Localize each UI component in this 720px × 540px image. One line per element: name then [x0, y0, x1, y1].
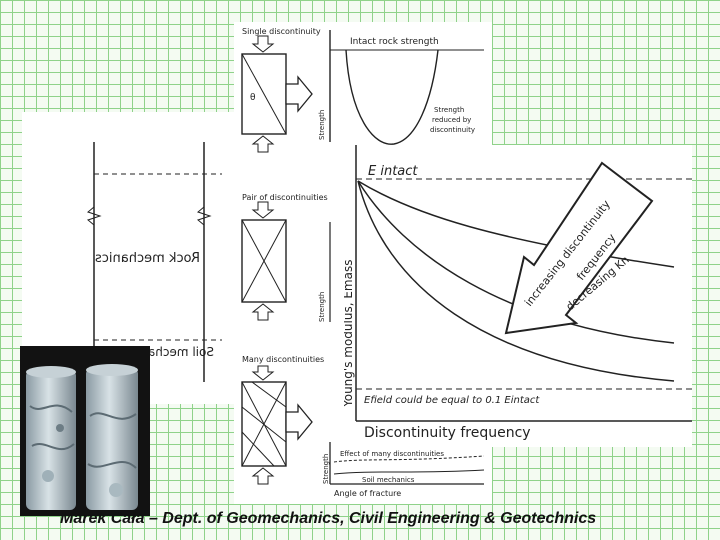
- theta-label: θ: [250, 93, 256, 103]
- curve-2: [357, 180, 675, 344]
- intact-rock-strength-label: Intact rock strength: [350, 37, 439, 47]
- rock-mechanics-label: Rock mechanics: [95, 251, 200, 266]
- curve-3: [357, 180, 675, 382]
- e-intact-label: E intact: [368, 164, 418, 179]
- many-effect-label: Effect of many discontinuities: [340, 450, 444, 458]
- core-sample-right: [86, 368, 138, 510]
- soil-mechanics-curve-label: Soil mechanics: [362, 476, 415, 484]
- footer-credit: Marek Cała – Dept. of Geomechanics, Civi…: [60, 510, 597, 527]
- rock-core-photo: [20, 346, 150, 516]
- core-sample-left: [26, 370, 76, 510]
- discontinuity-diagram: Single discontinuity θ Intact rock stren…: [241, 27, 485, 498]
- pair-discontinuity-label: Pair of discontinuities: [242, 193, 328, 202]
- reduced-strength-1: Strength: [434, 106, 464, 114]
- x-axis-label: Discontinuity frequency: [364, 425, 531, 441]
- e-field-label: Efield could be equal to 0.1 Eintact: [364, 395, 540, 406]
- many-discontinuity-label: Many discontinuities: [242, 355, 324, 364]
- modulus-chart-panel: E intact Young's modulus, Emass Disconti…: [344, 145, 692, 447]
- modulus-chart: E intact Young's modulus, Emass Disconti…: [344, 145, 692, 441]
- reduced-strength-3: discontinuity: [430, 126, 475, 134]
- strength-axis-2: Strength: [318, 292, 326, 322]
- y-axis-label: Young's modulus, Emass: [344, 260, 355, 408]
- increasing-frequency-arrow: [504, 161, 654, 335]
- angle-of-fracture-label: Angle of fracture: [334, 489, 401, 498]
- single-discontinuity-label: Single discontinuity: [242, 27, 321, 36]
- strength-axis-1: Strength: [318, 110, 326, 140]
- reduced-strength-2: reduced by: [432, 116, 471, 124]
- strength-axis-3: Strength: [322, 454, 330, 484]
